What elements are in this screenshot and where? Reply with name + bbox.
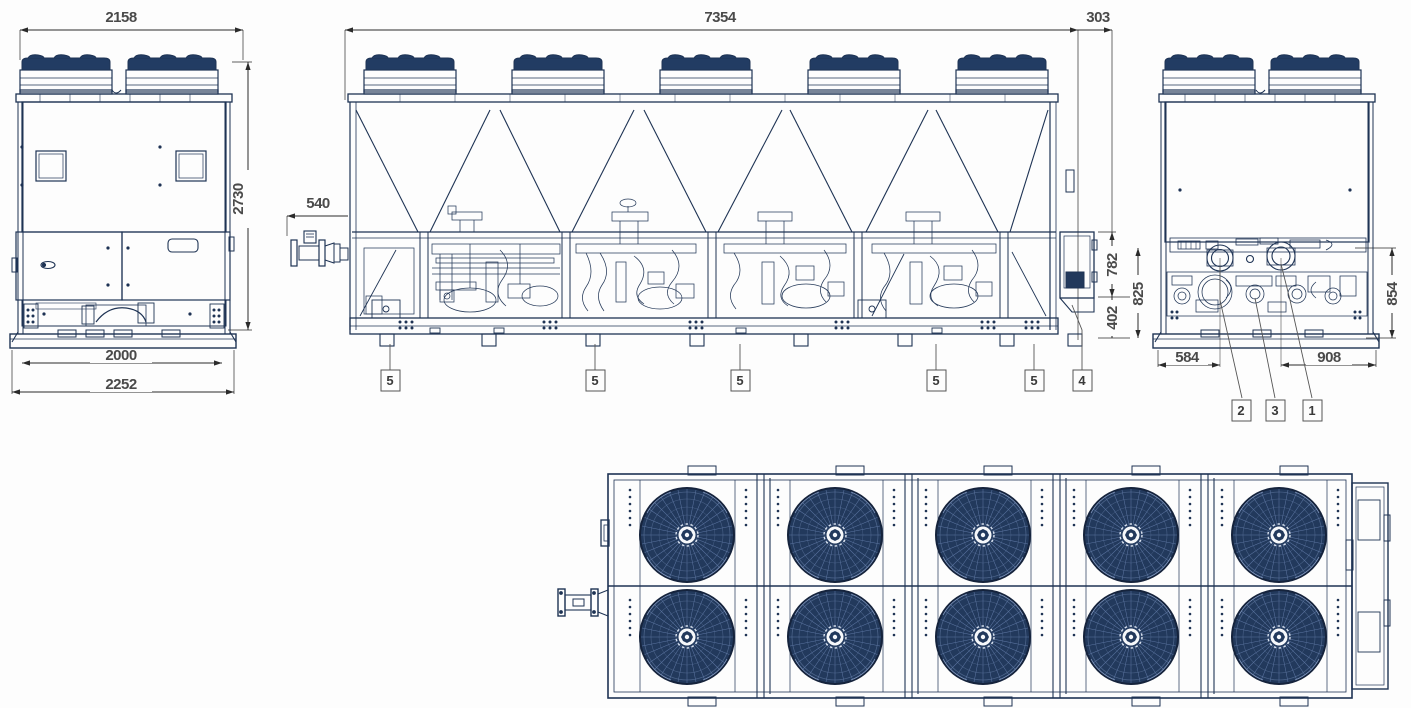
plan-control-panel	[1345, 482, 1391, 690]
callout-5-5[interactable]: 5	[1024, 344, 1045, 392]
dimension-825: 825	[1130, 248, 1147, 338]
dimension-label: 402	[1104, 306, 1121, 330]
inlet-nozzle-assembly	[290, 230, 349, 267]
callout-5-2[interactable]: 5	[585, 344, 606, 392]
callout-5-3[interactable]: 5	[730, 344, 751, 392]
view-left-elevation: 2158 2730 2000 2252	[9, 6, 252, 395]
callout-group: 5 5 5 5 5	[380, 304, 1093, 392]
callout-group: 2 3 1	[1219, 263, 1323, 422]
callout-2[interactable]: 2	[1219, 266, 1252, 422]
dimension-label: 2730	[230, 183, 247, 215]
callout-label: 1	[1308, 403, 1315, 418]
callout-1[interactable]: 1	[1280, 263, 1323, 422]
dimension-label: 782	[1104, 253, 1121, 277]
callout-label: 4	[1078, 373, 1086, 388]
callout-4[interactable]: 4	[1071, 304, 1093, 392]
dimension-label: 908	[1317, 349, 1341, 366]
dimension-label: 303	[1086, 9, 1110, 26]
dimension-label: 540	[306, 195, 330, 212]
dimension-2000: 2000	[22, 346, 222, 366]
control-panel	[1059, 169, 1098, 347]
fan-cowl-group	[19, 54, 219, 95]
dimension-label: 2252	[105, 376, 137, 393]
dimension-label: 2158	[105, 9, 137, 26]
dimension-label: 584	[1175, 349, 1200, 366]
dimension-402: 402	[1098, 297, 1130, 339]
dimension-label: 7354	[704, 9, 737, 26]
dimension-label: 854	[1384, 281, 1401, 306]
plan-upper-connection	[600, 519, 610, 547]
view-plan	[557, 465, 1391, 707]
dimension-303: 303	[1078, 6, 1118, 300]
view-right-elevation: 854 584 908	[1152, 54, 1401, 422]
dimension-2158: 2158	[19, 6, 244, 60]
callout-label: 5	[736, 373, 743, 388]
callout-label: 5	[932, 373, 939, 388]
view-front-elevation: 7354 303 540 782	[286, 6, 1147, 392]
dimension-908: 908	[1280, 258, 1377, 368]
cabinet-body	[9, 93, 237, 349]
callout-5-4[interactable]: 5	[926, 344, 947, 392]
callout-label: 5	[591, 373, 598, 388]
chiller-frame	[347, 93, 1059, 347]
plan-inlet-nozzle	[557, 588, 609, 617]
dimension-540: 540	[286, 192, 348, 236]
callout-label: 2	[1237, 403, 1244, 418]
dimension-782: 782	[1098, 231, 1130, 298]
dimension-2252: 2252	[11, 350, 235, 395]
fan-cowl-group	[1162, 54, 1362, 95]
callout-label: 3	[1271, 403, 1278, 418]
callout-label: 5	[386, 373, 393, 388]
callout-3[interactable]: 3	[1254, 297, 1286, 422]
dimension-854: 854	[1355, 247, 1401, 339]
dimension-label: 2000	[105, 347, 137, 364]
callout-5-1[interactable]: 5	[380, 344, 401, 392]
callout-label: 5	[1030, 373, 1037, 388]
dimension-label: 825	[1130, 282, 1147, 306]
dimension-2730: 2730	[228, 61, 252, 331]
dimension-584: 584	[1157, 258, 1221, 368]
